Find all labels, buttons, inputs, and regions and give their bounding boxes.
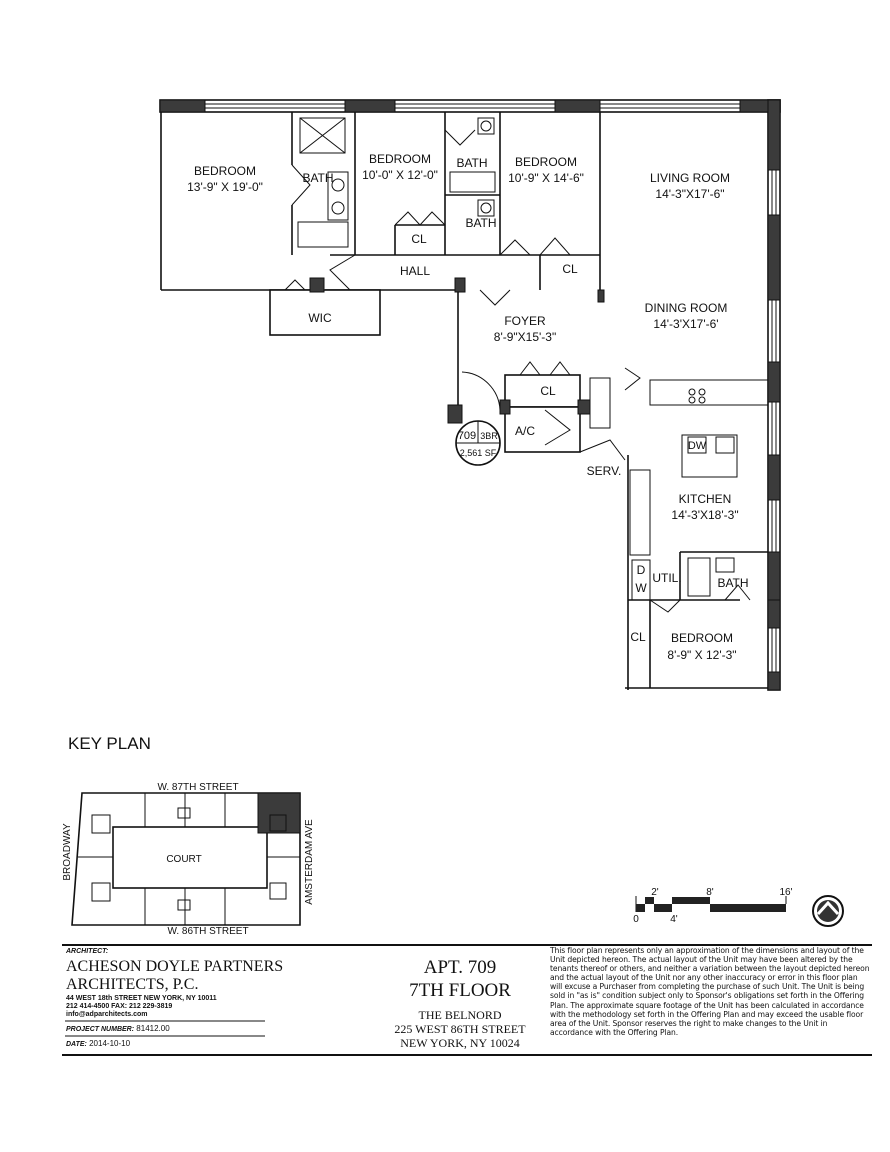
dishwasher-label: DW (688, 440, 707, 452)
north-arrow-icon (812, 895, 844, 927)
building-city: NEW YORK, NY 10024 (400, 1036, 520, 1050)
room-label-closet-3: CL (540, 384, 556, 398)
room-label-hall: HALL (400, 264, 430, 278)
room-dims-bedroom-2: 10'-0" X 12'-0" (362, 168, 438, 182)
scale-bar: 0 2' 4' 8' 16' (633, 887, 792, 925)
room-label-foyer: FOYER (504, 314, 546, 328)
project-number: 81412.00 (136, 1024, 170, 1033)
room-label-ac: A/C (515, 424, 535, 438)
date: 2014-10-10 (89, 1039, 131, 1048)
firm-email: info@adparchitects.com (66, 1011, 148, 1018)
room-label-dining-room: DINING ROOM (645, 301, 728, 315)
room-label-bath-2: BATH (456, 156, 487, 170)
room-dims-foyer: 8'-9"X15'-3" (494, 330, 556, 344)
room-label-bedroom-4: BEDROOM (671, 631, 733, 645)
room-dims-bedroom-1: 13'-9" X 19'-0" (187, 180, 263, 194)
room-label-closet-1: CL (411, 232, 427, 246)
room-label-wic: WIC (308, 311, 332, 325)
room-dims-dining-room: 14'-3'X17'-6' (653, 317, 718, 331)
room-label-bath-3: BATH (465, 216, 496, 230)
unit-bedrooms: 3BR (480, 431, 498, 441)
firm-name-line2: ARCHITECTS, P.C. (66, 976, 199, 993)
room-label-closet-4: CL (630, 630, 646, 644)
room-label-bedroom-2: BEDROOM (369, 152, 431, 166)
key-plan-south-street: W. 86TH STREET (167, 926, 248, 937)
building-name: THE BELNORD (418, 1008, 502, 1022)
floor-number: 7TH FLOOR (409, 980, 511, 1001)
unit-badge: 709 3BR 2,561 SF (455, 420, 501, 466)
unit-area: 2,561 SF (460, 448, 497, 458)
room-label-closet-2: CL (562, 262, 578, 276)
walls (159, 99, 781, 691)
building-street: 225 WEST 86TH STREET (394, 1022, 526, 1036)
key-plan: W. 87TH STREET W. 86TH STREET BROADWAY A… (62, 782, 315, 937)
apartment-number: APT. 709 (423, 957, 497, 978)
key-plan-title: KEY PLAN (68, 734, 151, 753)
room-label-bedroom-1: BEDROOM (194, 164, 256, 178)
room-dims-kitchen: 14'-3'X18'-3" (671, 508, 738, 522)
key-plan-north-street: W. 87TH STREET (157, 782, 238, 793)
room-label-bedroom-3: BEDROOM (515, 155, 577, 169)
scale-tick-2: 2' (651, 887, 659, 898)
room-dims-bedroom-3: 10'-9" X 14'-6" (508, 171, 584, 185)
room-dims-living-room: 14'-3"X17'-6" (655, 187, 724, 201)
room-label-bath-1: BATH (302, 171, 333, 185)
dryer-label: D (637, 563, 646, 577)
room-label-utility: UTIL. (652, 571, 681, 585)
date-field: DATE: 2014-10-10 (66, 1039, 130, 1048)
title-block-frame (62, 944, 872, 1056)
room-label-service: SERV. (587, 464, 622, 478)
room-label-bath-4: BATH (717, 576, 748, 590)
scale-tick-8: 8' (706, 887, 714, 898)
scale-tick-16: 16' (779, 887, 792, 898)
firm-address: 44 WEST 18th STREET NEW YORK, NY 10011 (66, 995, 217, 1002)
room-label-kitchen: KITCHEN (679, 492, 732, 506)
scale-tick-0: 0 (633, 914, 639, 925)
architect-label: ARCHITECT: (66, 948, 109, 955)
project-number-field: PROJECT NUMBER: 81412.00 (66, 1024, 170, 1033)
key-plan-court: COURT (166, 854, 201, 865)
room-dims-bedroom-4: 8'-9" X 12'-3" (667, 648, 736, 662)
unit-number: 709 (458, 430, 476, 442)
key-plan-east-street: AMSTERDAM AVE (304, 819, 315, 905)
firm-phone: 212 414-4500 FAX: 212 229-3819 (66, 1003, 173, 1010)
washer-label: W (635, 581, 647, 595)
disclaimer-text: This floor plan represents only an appro… (550, 946, 870, 1037)
date-label: DATE: (66, 1041, 87, 1048)
room-label-living-room: LIVING ROOM (650, 171, 730, 185)
firm-name-line1: ACHESON DOYLE PARTNERS (66, 958, 284, 975)
scale-tick-4: 4' (670, 914, 678, 925)
key-plan-west-street: BROADWAY (62, 823, 73, 881)
project-number-label: PROJECT NUMBER: (66, 1026, 135, 1033)
